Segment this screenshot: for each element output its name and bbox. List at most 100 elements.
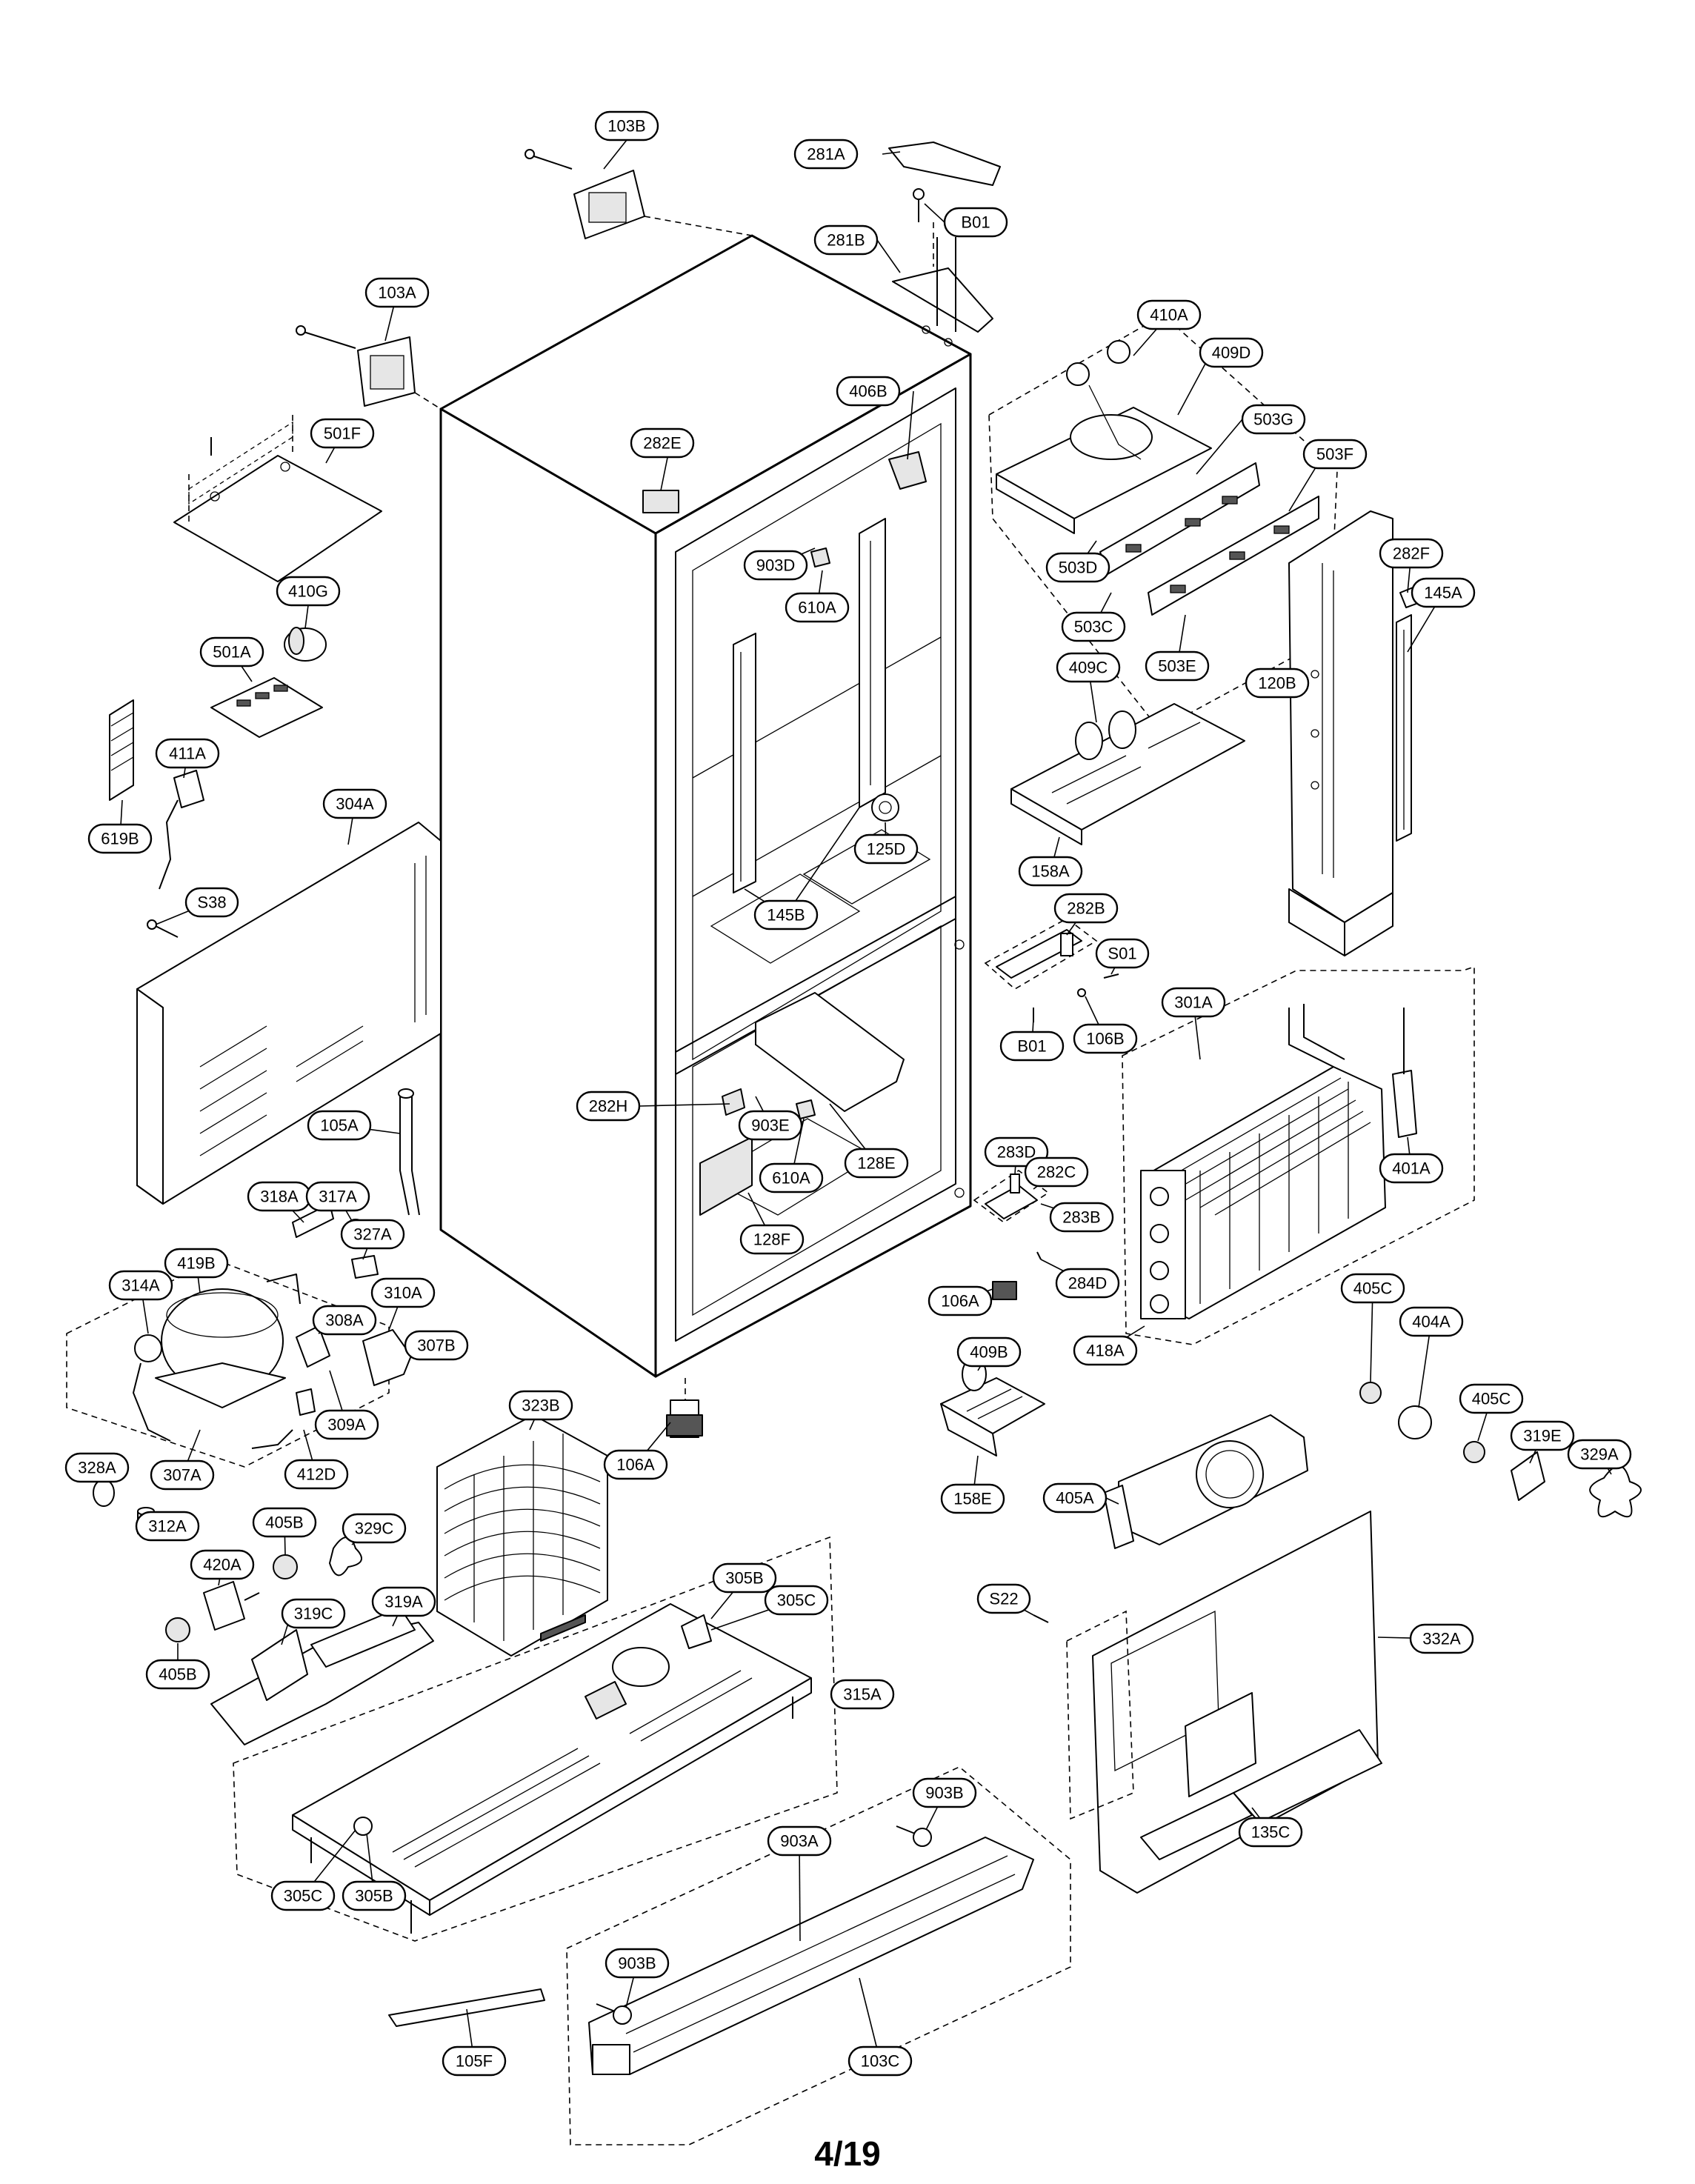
part-label: 410A xyxy=(1136,299,1202,330)
part-319A-drain-tray xyxy=(210,1607,434,1745)
part-label: 282F xyxy=(1379,538,1444,569)
part-label: 328A xyxy=(64,1452,130,1483)
label-text: 328A xyxy=(78,1459,116,1477)
part-label: 419B xyxy=(164,1248,229,1279)
part-label: 305C xyxy=(764,1585,829,1616)
part-label: 332A xyxy=(1409,1623,1474,1654)
part-label: 282B xyxy=(1053,893,1119,924)
part-label: 501F xyxy=(310,418,375,449)
part-label: 305B xyxy=(712,1562,777,1594)
label-text: 319C xyxy=(294,1605,333,1623)
part-label: 323B xyxy=(508,1390,573,1421)
part-282B-hinge xyxy=(984,918,1119,1022)
label-text: 145A xyxy=(1424,584,1462,602)
label-text: 419B xyxy=(177,1254,215,1273)
compressor-assembly xyxy=(66,1259,412,1468)
label-text: 282C xyxy=(1037,1163,1076,1182)
label-text: 315A xyxy=(843,1685,882,1704)
part-501F-cover xyxy=(173,415,382,582)
page-number: 4/19 xyxy=(814,2134,881,2173)
part-label: 503F xyxy=(1302,439,1368,470)
part-label: 120B xyxy=(1245,667,1310,699)
part-304A-back-panel xyxy=(136,822,442,1205)
part-label: 158A xyxy=(1018,856,1083,887)
label-text: 501F xyxy=(324,425,361,443)
part-label: 105A xyxy=(307,1110,372,1141)
part-106A-foot xyxy=(666,1378,703,1438)
label-text: 135C xyxy=(1251,1823,1291,1842)
label-text: 301A xyxy=(1174,993,1213,1012)
part-145A-rail xyxy=(1396,585,1427,842)
label-text: 305C xyxy=(284,1887,323,1905)
shelf-rails xyxy=(699,451,927,1216)
part-label: 312A xyxy=(135,1511,200,1542)
part-283-hinge-parts xyxy=(973,1170,1050,1300)
part-label: S22 xyxy=(976,1583,1031,1614)
part-label: 405B xyxy=(252,1507,317,1538)
label-text: 282B xyxy=(1067,899,1105,918)
label-text: 308A xyxy=(325,1311,364,1330)
label-text: 503G xyxy=(1253,410,1293,429)
part-label: 308A xyxy=(312,1305,377,1336)
label-text: 309A xyxy=(327,1416,366,1434)
label-text: 283D xyxy=(997,1143,1036,1162)
part-label: 284D xyxy=(1055,1268,1120,1299)
part-label: 319A xyxy=(371,1586,436,1617)
part-label: S38 xyxy=(184,887,239,918)
part-label: 283D xyxy=(984,1136,1049,1168)
part-label: 125D xyxy=(853,833,919,865)
label-text: 284D xyxy=(1068,1274,1108,1293)
label-text: 903D xyxy=(756,556,796,575)
part-label: 281B xyxy=(813,224,879,256)
part-label: S01 xyxy=(1095,938,1150,969)
part-label: 409B xyxy=(956,1336,1022,1368)
condenser-fan-parts xyxy=(165,1537,362,1642)
label-text: 405A xyxy=(1056,1489,1094,1508)
part-label: 145B xyxy=(753,899,819,930)
label-text: 411A xyxy=(169,745,206,763)
part-label: 405A xyxy=(1042,1482,1108,1514)
label-text: 903E xyxy=(751,1116,789,1135)
label-text: 319A xyxy=(384,1593,423,1611)
label-text: 103A xyxy=(378,284,416,302)
label-text: 282E xyxy=(643,434,681,453)
label-text: 409C xyxy=(1069,659,1108,677)
part-158A-lamp-cover xyxy=(1010,703,1245,845)
part-label: 281A xyxy=(793,139,859,170)
label-text: 103C xyxy=(861,2052,900,2071)
part-label: 135C xyxy=(1238,1817,1303,1848)
label-text: 145B xyxy=(767,906,805,925)
part-label: 903D xyxy=(743,550,808,581)
label-text: 503E xyxy=(1158,657,1196,676)
part-label: 405C xyxy=(1340,1273,1405,1304)
label-text: 282H xyxy=(589,1097,628,1116)
part-label: 420A xyxy=(190,1549,255,1580)
part-label: 418A xyxy=(1073,1335,1138,1366)
part-315A-base-plate xyxy=(233,1536,838,1942)
part-label: 305C xyxy=(270,1880,336,1911)
label-text: 409B xyxy=(970,1343,1008,1362)
part-label: 283B xyxy=(1049,1202,1114,1233)
part-label: 105F xyxy=(442,2045,507,2077)
part-105A-drain-hose xyxy=(398,1088,420,1216)
label-text: 329A xyxy=(1580,1445,1619,1464)
label-text: S22 xyxy=(989,1590,1018,1608)
part-label: 106B xyxy=(1073,1023,1138,1054)
part-label: 282C xyxy=(1024,1156,1089,1188)
label-text: B01 xyxy=(1017,1037,1046,1056)
part-label: 903B xyxy=(605,1948,670,1979)
part-label: 304A xyxy=(322,788,387,819)
label-text: 610A xyxy=(798,599,836,617)
label-text: 503F xyxy=(1316,445,1353,464)
label-text: 307A xyxy=(163,1466,202,1485)
part-103C-base-grille xyxy=(566,1766,1071,2145)
part-label: 619B xyxy=(87,823,153,854)
dashed-leaders-top xyxy=(414,216,934,410)
part-282E-pad xyxy=(642,490,679,513)
part-label: 903B xyxy=(912,1777,977,1808)
part-label: B01 xyxy=(999,1031,1065,1062)
part-label: 411A xyxy=(155,738,220,769)
part-label: 103B xyxy=(594,110,659,142)
label-text: 903B xyxy=(925,1784,963,1802)
